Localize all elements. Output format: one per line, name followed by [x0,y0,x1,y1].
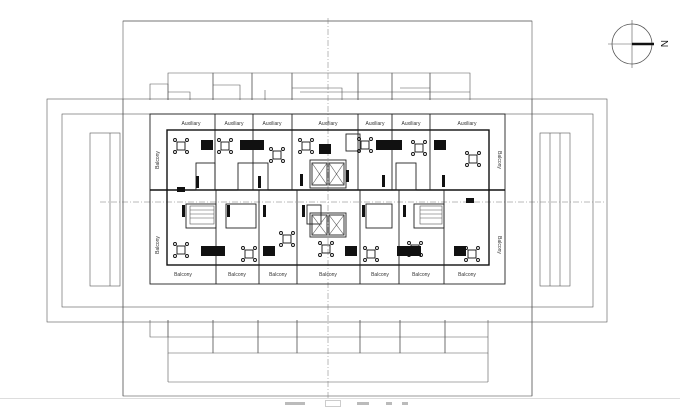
room-label-top: Auxiliary [225,121,244,127]
axis-lines [100,18,605,400]
north-compass: N [608,20,669,68]
footer-control[interactable] [285,402,305,405]
room-label-top: Auxiliary [366,121,385,127]
room-label-bottom: Balcony [412,272,430,278]
fullscreen-icon[interactable] [402,402,408,405]
furniture [173,137,481,262]
room-label-side: Balcony [155,236,161,254]
compass-north-label: N [658,40,669,47]
room-label-top: Auxiliary [319,121,338,127]
room-label-bottom: Balcony [269,272,287,278]
room-label-top: Auxiliary [458,121,477,127]
dimension-lines [46,20,608,397]
bottom-room-strip: Balcony Balcony Balcony Balcony Balcony … [174,265,476,284]
room-label-bottom: Balcony [319,272,337,278]
building-outline [149,113,506,285]
room-label-side: Balcony [496,236,502,254]
room-label-top: Auxiliary [263,121,282,127]
top-room-strip: Auxiliary Auxiliary Auxiliary Auxiliary … [182,114,477,130]
page-input[interactable] [325,400,341,407]
room-label-bottom: Balcony [371,272,389,278]
side-rooms: Balcony Balcony Balcony Balcony [155,151,502,255]
zoom-icon[interactable] [386,402,392,405]
room-label-bottom: Balcony [174,272,192,278]
room-label-side: Balcony [496,151,502,169]
room-label-top: Auxiliary [402,121,421,127]
elevator-cores [309,159,347,238]
stairs [189,205,443,225]
room-label-side: Balcony [155,151,161,169]
room-label-bottom: Balcony [228,272,246,278]
room-label-top: Auxiliary [182,121,201,127]
footer-control[interactable] [357,402,369,405]
room-label-bottom: Balcony [458,272,476,278]
